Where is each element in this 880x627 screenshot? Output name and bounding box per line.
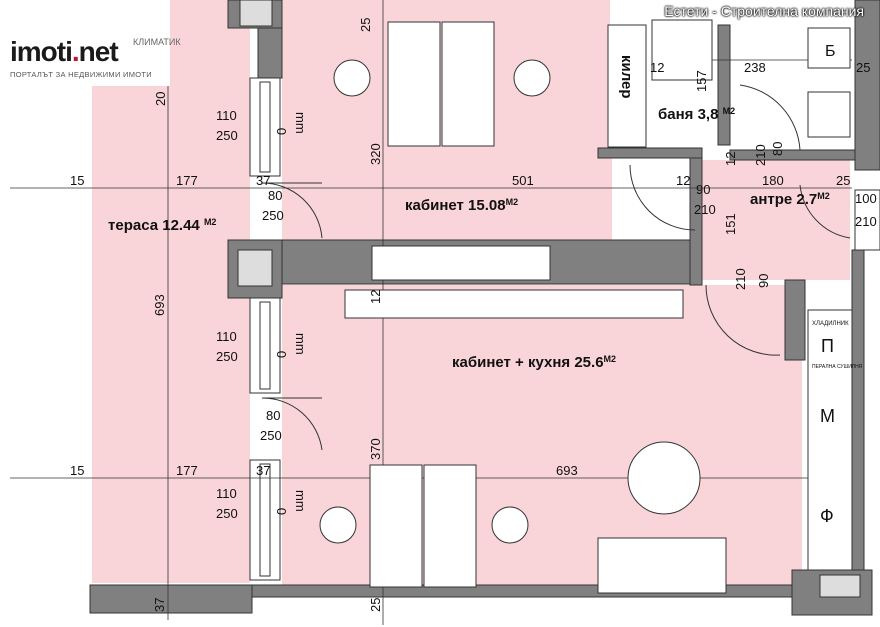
dim-210c: 210: [753, 144, 768, 166]
dim-320: 320: [368, 143, 383, 165]
dim-180: 180: [762, 173, 784, 188]
label-oven: Ф: [820, 506, 834, 526]
dim-90b: 90: [756, 274, 771, 288]
label-boiler: Б: [825, 43, 836, 60]
dim-693h: 693: [556, 463, 578, 478]
dim-mm-b: mm: [293, 333, 308, 355]
dim-37c: 37: [152, 598, 167, 612]
dim-80b: 80: [770, 142, 785, 156]
chairs: [319, 59, 551, 544]
dim-25r: 25: [856, 60, 870, 75]
dim-12a: 12: [650, 60, 664, 75]
label-klimatik: КЛИМАТИК: [133, 37, 181, 47]
dim-250e: 250: [216, 506, 238, 521]
dim-250b: 250: [262, 208, 284, 223]
label-dishwasher: П: [821, 336, 834, 356]
dim-0a: 0: [274, 128, 289, 135]
dim-250d: 250: [260, 428, 282, 443]
column-2: [237, 249, 273, 287]
dim-12d: 12: [368, 290, 383, 304]
room-label-terrace: тераса 12.44 М2: [108, 217, 216, 234]
dim-0b: 0: [274, 351, 289, 358]
dim-25b: 25: [836, 173, 850, 188]
dim-210b: 210: [855, 214, 877, 229]
label-washer: ПЕРАЛНА СУШИЛНЯ: [812, 364, 863, 370]
column-3: [819, 574, 861, 598]
dim-12c: 12: [723, 152, 738, 166]
dim-250c: 250: [216, 349, 238, 364]
dim-37b: 37: [256, 463, 270, 478]
dim-37a: 37: [256, 173, 270, 188]
windows: [249, 77, 880, 581]
company-name: Естети - Строителна компания: [664, 3, 864, 19]
dim-110c: 110: [216, 486, 237, 501]
dim-110b: 110: [216, 329, 237, 344]
logo-tagline: ПОРТАЛЪТ ЗА НЕДВИЖИМИ ИМОТИ: [10, 70, 153, 79]
logo-wordmark: imoti.net: [10, 36, 119, 67]
dim-90a: 90: [696, 182, 710, 197]
dim-238: 238: [744, 60, 766, 75]
column-1: [239, 0, 273, 27]
dim-250a: 250: [216, 128, 238, 143]
dim-177b: 177: [176, 463, 198, 478]
dim-mm-a: mm: [293, 112, 308, 134]
dim-110a: 110: [216, 108, 237, 123]
dim-15a: 15: [70, 173, 84, 188]
terrace-area: [92, 0, 250, 583]
dim-mm-c: mm: [293, 490, 308, 512]
dim-0c: 0: [274, 508, 289, 515]
logo: imoti.net ПОРТАЛЪТ ЗА НЕДВИЖИМИ ИМОТИ: [0, 0, 170, 86]
furniture: [344, 19, 853, 594]
dim-80c: 80: [266, 408, 280, 423]
dim-157: 157: [694, 70, 709, 92]
label-microwave: М: [820, 406, 835, 426]
dim-151: 151: [723, 213, 738, 235]
dim-210d: 210: [733, 268, 748, 290]
room-label-hall: антре 2.7М2: [750, 191, 830, 208]
dim-210a: 210: [694, 202, 716, 217]
dim-693v: 693: [152, 294, 167, 316]
hall-area: [700, 160, 850, 280]
room-label-closet: килер: [618, 55, 635, 99]
dim-100: 100: [855, 191, 877, 206]
room-label-office: кабинет 15.08М2: [405, 197, 518, 214]
label-fridge: ХЛАДИЛНИК: [812, 321, 849, 327]
room-label-bath: баня 3,8 М2: [658, 106, 735, 123]
room-label-office-kitchen: кабинет + кухня 25.6М2: [452, 354, 616, 371]
dim-20: 20: [153, 92, 168, 106]
dim-177a: 177: [176, 173, 198, 188]
dim-15b: 15: [70, 463, 84, 478]
dim-80a: 80: [268, 188, 282, 203]
dim-370: 370: [368, 438, 383, 460]
door-swings: [261, 84, 851, 451]
dim-top25: 25: [358, 18, 373, 32]
dim-12b: 12: [676, 173, 690, 188]
dim-25c: 25: [368, 598, 383, 612]
dim-501: 501: [512, 173, 534, 188]
